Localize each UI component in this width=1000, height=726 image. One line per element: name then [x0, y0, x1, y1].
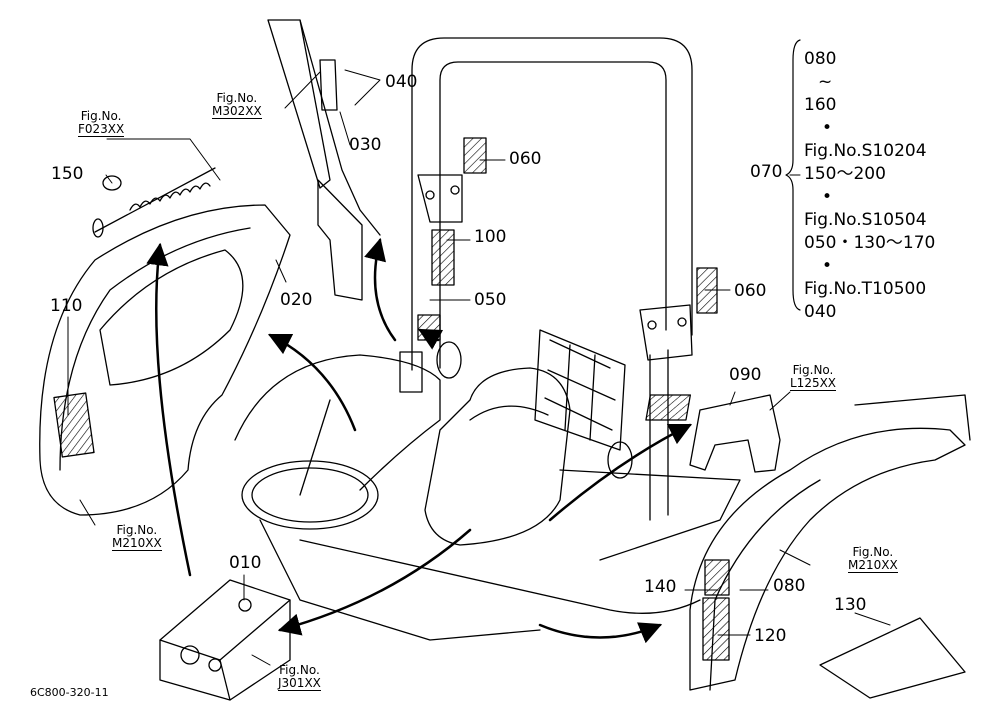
note-bracket	[785, 39, 801, 311]
part-140: 140	[644, 577, 677, 597]
decal-100	[431, 229, 455, 286]
fig-ref-m302: Fig.No. M302XX	[212, 91, 262, 119]
fig-ref-m210-left: Fig.No. M210XX	[112, 523, 162, 551]
fig-ref-m210-right: Fig.No. M210XX	[848, 545, 898, 573]
part-090: 090	[729, 365, 762, 385]
drawing-code: 6C800-320-11	[30, 686, 109, 699]
set-composition-note: 080 ~ 160 • Fig.No.S10204 150～200 • Fig.…	[804, 49, 936, 322]
manual-sheet	[819, 617, 966, 699]
part-010: 010	[229, 553, 262, 573]
part-100: 100	[474, 227, 507, 247]
leader-lines	[67, 69, 891, 666]
valve-block	[159, 579, 291, 701]
spring-part	[92, 167, 216, 238]
decal-060-upper	[463, 137, 487, 174]
rops-arm	[267, 19, 381, 301]
fig-ref-l125: Fig.No. L125XX	[790, 363, 837, 391]
part-060-upper: 060	[509, 149, 542, 169]
left-fender	[39, 204, 291, 516]
part-040: 040	[385, 72, 418, 92]
right-fender	[689, 394, 971, 691]
part-070: 070	[750, 162, 783, 182]
seat-bracket	[645, 394, 781, 473]
part-020: 020	[280, 290, 313, 310]
part-130: 130	[834, 595, 867, 615]
callout-arrows	[146, 237, 693, 644]
part-080: 080	[773, 576, 806, 596]
part-050: 050	[474, 290, 507, 310]
part-150: 150	[51, 164, 84, 184]
fig-ref-f023: Fig.No. F023XX	[78, 109, 125, 137]
part-110: 110	[50, 296, 83, 316]
part-060-lower: 060	[734, 281, 767, 301]
part-030: 030	[349, 135, 382, 155]
part-120: 120	[754, 626, 787, 646]
fig-ref-j301: Fig.No. J301XX	[278, 663, 321, 691]
